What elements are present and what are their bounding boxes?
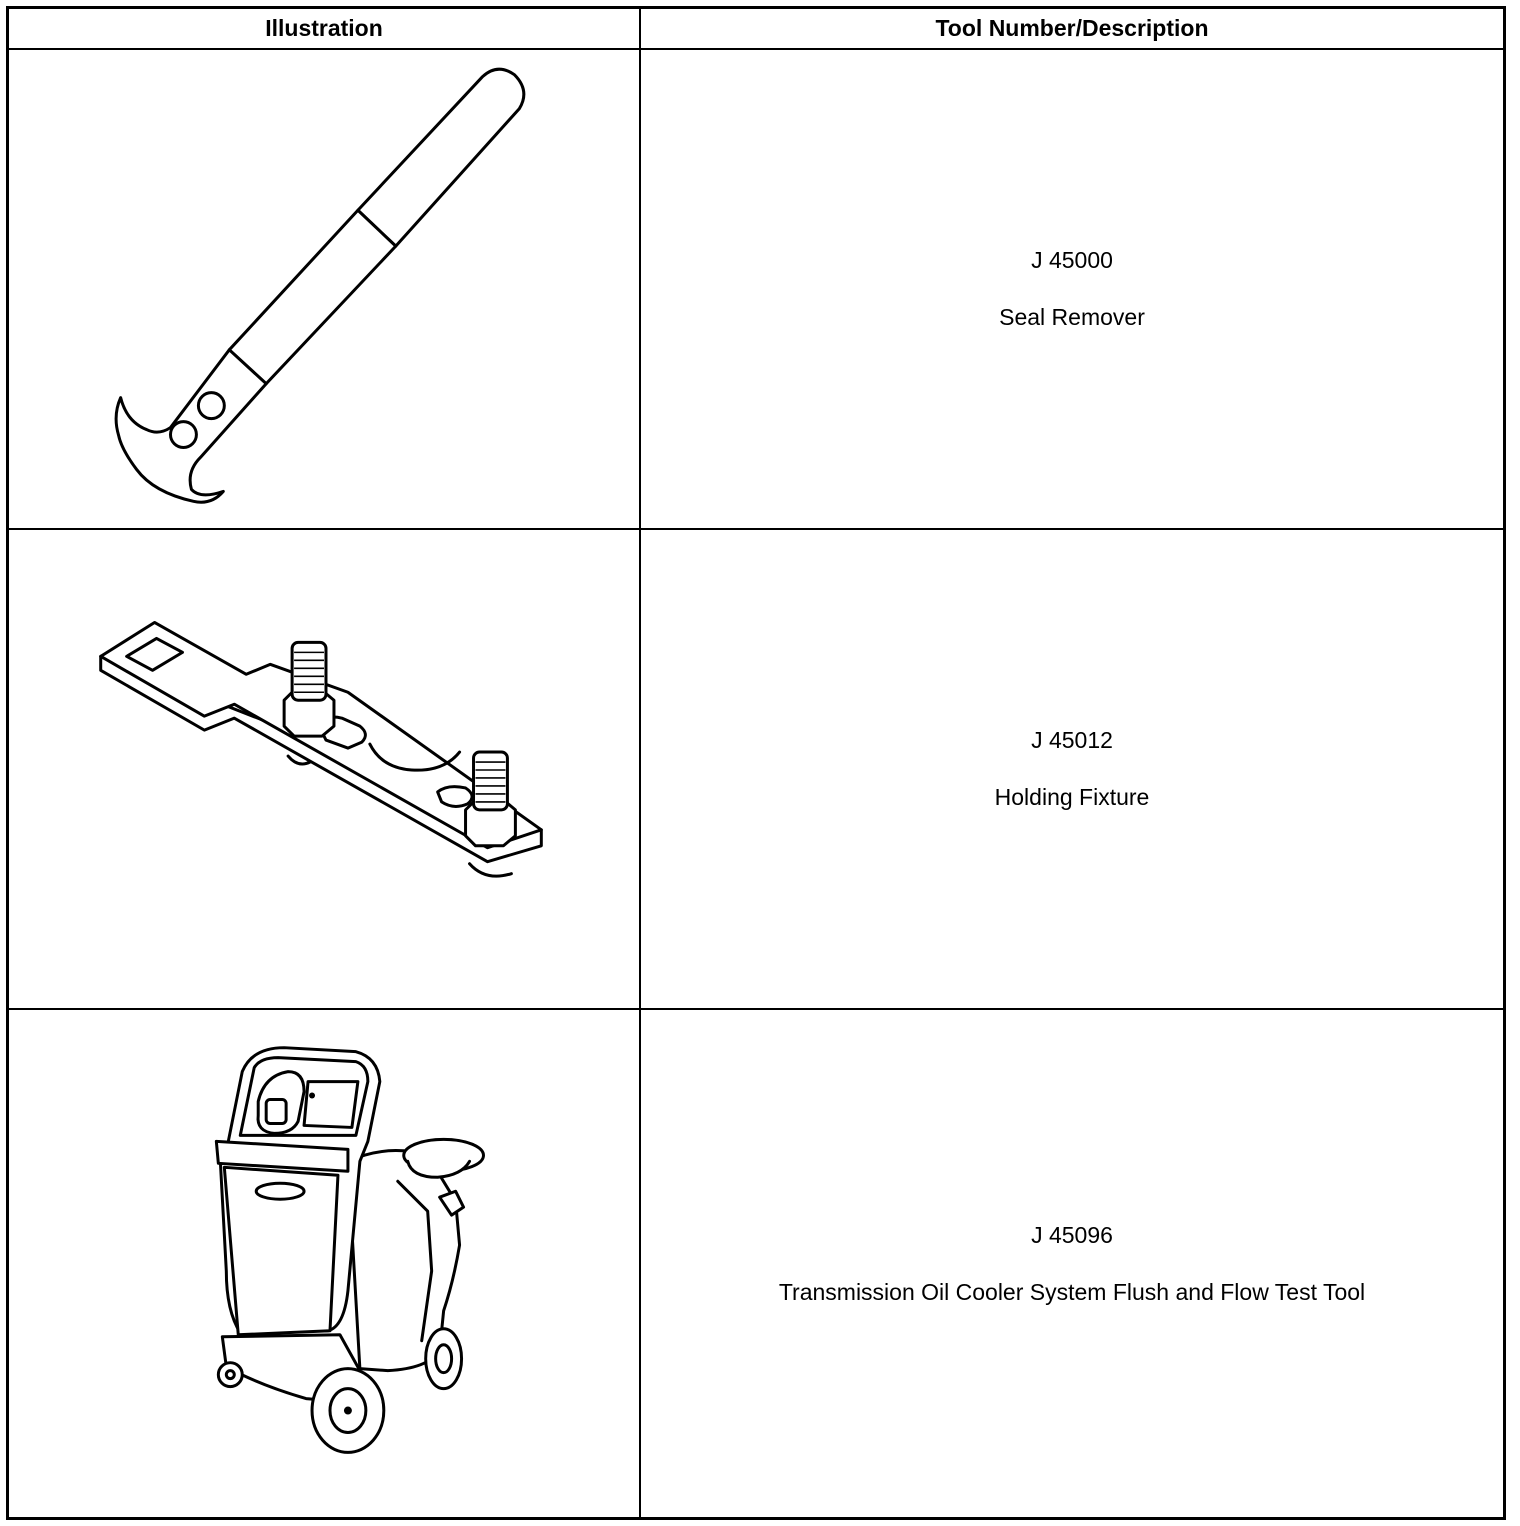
header-illustration: Illustration <box>9 9 641 50</box>
illustration-cell <box>9 50 641 530</box>
tool-description-cell: J 45000 Seal Remover <box>641 50 1503 530</box>
tool-description: Holding Fixture <box>994 784 1150 810</box>
tool-number: J 45096 <box>1031 1221 1113 1248</box>
tool-number: J 45000 <box>1031 247 1113 273</box>
tool-table: Illustration Tool Number/Description J 4… <box>6 6 1506 1520</box>
tool-description-cell: J 45012 Holding Fixture <box>641 530 1503 1010</box>
holding-fixture-icon <box>99 620 543 878</box>
tool-description: Transmission Oil Cooler System Flush and… <box>778 1278 1366 1305</box>
tool-description: Seal Remover <box>999 304 1145 330</box>
header-tool-number-description: Tool Number/Description <box>641 9 1503 50</box>
tool-number: J 45012 <box>1031 727 1113 753</box>
illustration-cell <box>9 530 641 1010</box>
flush-flow-test-cart-icon <box>214 1045 485 1454</box>
tool-description-cell: J 45096 Transmission Oil Cooler System F… <box>641 1010 1503 1517</box>
seal-remover-icon <box>114 67 526 504</box>
illustration-cell <box>9 1010 641 1517</box>
